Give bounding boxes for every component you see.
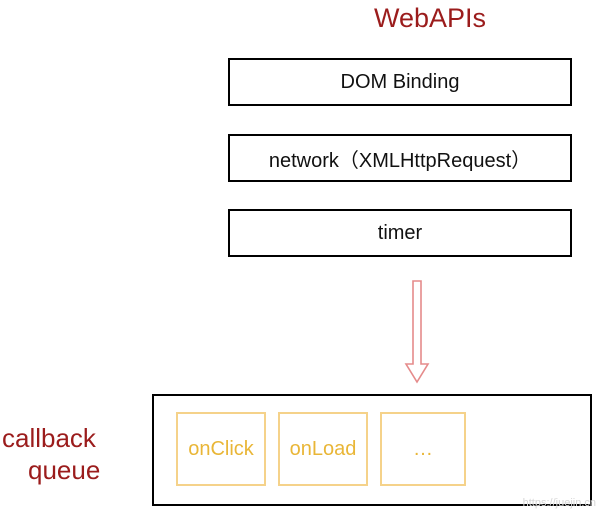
ellipsis-callback: … (380, 412, 466, 486)
watermark: https://juejin.cn (522, 497, 596, 509)
onclick-callback: onClick (176, 412, 266, 486)
onclick-label: onClick (188, 437, 254, 460)
ellipsis-label: … (413, 437, 433, 460)
dom-binding-label: DOM Binding (340, 70, 460, 93)
onload-label: onLoad (289, 437, 357, 460)
callback-queue-label-line1: callback (2, 423, 96, 453)
dom-binding-box: DOM Binding (228, 58, 572, 106)
network-label: network（XMLHttpRequest） (268, 149, 532, 172)
timer-label: timer (377, 221, 423, 244)
callback-queue-label-line2: queue (28, 455, 101, 485)
webapis-title: WebAPIs (373, 3, 487, 33)
callback-queue-label: callback queue (2, 422, 142, 486)
down-arrow-icon (404, 280, 430, 384)
callback-queue-box: onClick onLoad … (152, 394, 592, 506)
onload-callback: onLoad (278, 412, 368, 486)
network-box: network（XMLHttpRequest） (228, 134, 572, 182)
timer-box: timer (228, 209, 572, 257)
